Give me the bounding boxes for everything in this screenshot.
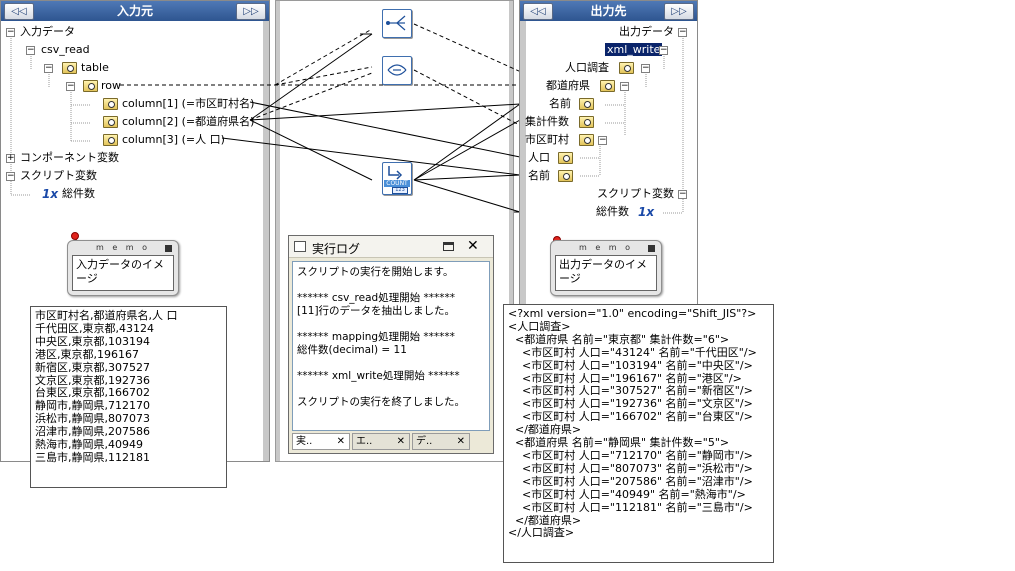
tab-close-icon[interactable]: ✕ <box>456 436 465 447</box>
selected-node-label: xml_write <box>605 43 663 56</box>
log-title-bar[interactable]: 実行ログ ✕ <box>289 236 493 258</box>
tree-toggle-prefecture[interactable]: − <box>620 81 629 91</box>
table-icon <box>62 62 77 74</box>
memo-text: 入力データのイメージ <box>72 255 174 291</box>
pin-icon <box>71 232 79 240</box>
output-pane-scrollbar[interactable] <box>520 21 526 461</box>
attribute-icon <box>558 170 573 182</box>
tree-node-column3[interactable]: column[3] (=人 口) <box>122 133 225 146</box>
column-icon <box>103 98 118 110</box>
element-icon <box>619 62 634 74</box>
output-tree-guides <box>580 38 684 214</box>
tree-toggle-row[interactable]: − <box>66 81 75 91</box>
tree-node-count[interactable]: 集計件数 <box>525 115 569 128</box>
count-arrow-icon <box>388 166 403 180</box>
tree-node-total-count[interactable]: 総件数 <box>62 187 95 200</box>
memo-title: m e m o <box>578 243 634 252</box>
tree-node-component-vars[interactable]: コンポーネント変数 <box>20 151 119 164</box>
log-tab-3[interactable]: デ.. ✕ <box>412 433 470 450</box>
mapping-right-bar <box>509 1 513 461</box>
mapping-left-bar <box>276 1 280 461</box>
csv-preview: 市区町村名,都道府県名,人 口 千代田区,東京都,43124 中央区,東京都,1… <box>30 306 227 488</box>
tree-node-output-script-vars[interactable]: スクリプト変数 <box>597 187 674 200</box>
input-pane-header: 入力元 <box>1 1 269 21</box>
count-label: COUNT <box>384 180 410 187</box>
mapping-component-2[interactable] <box>382 56 412 85</box>
tree-toggle-output-data[interactable]: − <box>678 27 687 37</box>
input-pane-scrollbar[interactable] <box>263 21 269 461</box>
row-icon <box>83 80 98 92</box>
tree-toggle-output-script-vars[interactable]: − <box>678 189 687 199</box>
tree-node-name[interactable]: 名前 <box>549 97 571 110</box>
tree-toggle-population[interactable]: − <box>641 63 650 73</box>
input-nav-right-button[interactable]: ▷▷ <box>236 3 266 20</box>
tree-node-table[interactable]: table <box>81 61 109 74</box>
count-number-icon: 123 <box>392 187 408 194</box>
attribute-icon <box>579 98 594 110</box>
column-icon <box>103 116 118 128</box>
log-window-icon <box>294 241 306 252</box>
output-pane-title: 出力先 <box>590 4 627 18</box>
tree-node-output-total-count[interactable]: 総件数 <box>596 205 629 218</box>
output-nav-right-button[interactable]: ▷▷ <box>664 3 694 20</box>
log-tab-label: エ.. <box>356 436 373 447</box>
log-tab-2[interactable]: エ.. ✕ <box>352 433 410 450</box>
attribute-icon <box>579 116 594 128</box>
log-title: 実行ログ <box>312 242 361 256</box>
memo-input[interactable]: m e m o 入力データのイメージ <box>67 240 179 296</box>
output-nav-left-button[interactable]: ◁◁ <box>523 3 553 20</box>
log-tab-label: デ.. <box>416 436 433 447</box>
tab-close-icon[interactable]: ✕ <box>396 436 405 447</box>
tree-node-row[interactable]: row <box>101 79 122 92</box>
tree-node-xml-write[interactable]: xml_write <box>605 42 663 58</box>
log-maximize-icon[interactable] <box>443 242 454 251</box>
tree-toggle-xml-write[interactable]: − <box>659 45 668 55</box>
count-component[interactable]: COUNT 123 <box>382 162 412 195</box>
tree-toggle-script-vars[interactable]: − <box>6 171 15 181</box>
tree-toggle-table[interactable]: − <box>44 63 53 73</box>
input-tree-guides <box>10 38 91 196</box>
tree-node-input-data[interactable]: 入力データ <box>20 25 75 38</box>
tree-node-script-vars[interactable]: スクリプト変数 <box>20 169 97 182</box>
tree-toggle-input-data[interactable]: − <box>6 27 15 37</box>
input-nav-left-button[interactable]: ◁◁ <box>4 3 34 20</box>
variable-icon: 1x <box>42 187 59 201</box>
mapping-component-1[interactable] <box>382 9 412 38</box>
memo-output[interactable]: m e m o 出力データのイメージ <box>550 240 662 296</box>
tree-node-column1[interactable]: column[1] (=市区町村名) <box>122 97 255 110</box>
column-icon <box>103 134 118 146</box>
tree-node-population[interactable]: 人口調査 <box>565 61 609 74</box>
tree-node-column2[interactable]: column[2] (=都道府県名) <box>122 115 255 128</box>
group-icon <box>387 64 407 76</box>
tab-close-icon[interactable]: ✕ <box>336 436 345 447</box>
element-icon <box>579 134 594 146</box>
split-icon <box>386 15 406 31</box>
memo-close-icon[interactable] <box>165 245 172 252</box>
variable-icon: 1x <box>638 205 655 219</box>
log-tab-label: 実.. <box>296 436 313 447</box>
log-text: スクリプトの実行を開始します。 ****** csv_read処理開始 ****… <box>292 261 490 431</box>
memo-title: m e m o <box>95 243 151 252</box>
log-tab-1[interactable]: 実.. ✕ <box>292 433 350 450</box>
tree-node-output-data[interactable]: 出力データ <box>619 25 674 38</box>
input-pane-title: 入力元 <box>116 4 153 18</box>
memo-close-icon[interactable] <box>648 245 655 252</box>
output-pane-header: 出力先 <box>520 1 697 21</box>
memo-text: 出力データのイメージ <box>555 255 657 291</box>
log-tab-strip: 実.. ✕ エ.. ✕ デ.. ✕ <box>292 433 490 451</box>
xml-preview: <?xml version="1.0" encoding="Shift_JIS"… <box>503 304 774 563</box>
tree-node-csv-read[interactable]: csv_read <box>41 43 90 56</box>
tree-node-city[interactable]: 市区町村 <box>525 133 569 146</box>
mapping-lines <box>120 23 595 213</box>
tree-node-prefecture[interactable]: 都道府県 <box>546 79 590 92</box>
execution-log-window[interactable]: 実行ログ ✕ スクリプトの実行を開始します。 ****** csv_read処理… <box>288 235 494 454</box>
attribute-icon <box>558 152 573 164</box>
tree-node-people[interactable]: 人口 <box>528 151 550 164</box>
element-icon <box>600 80 615 92</box>
tree-toggle-csv-read[interactable]: − <box>26 45 35 55</box>
tree-toggle-component-vars[interactable]: + <box>6 153 15 163</box>
log-close-icon[interactable]: ✕ <box>467 238 479 254</box>
tree-toggle-city[interactable]: − <box>598 135 607 145</box>
tree-node-name-2[interactable]: 名前 <box>528 169 550 182</box>
